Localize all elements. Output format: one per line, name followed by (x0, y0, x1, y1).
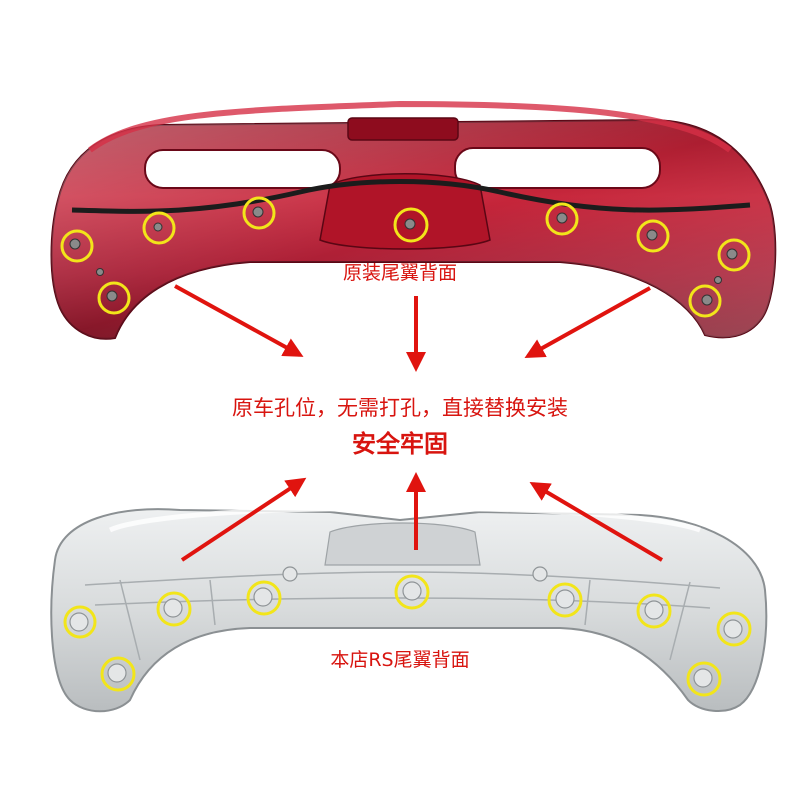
arrow-bottom-right (529, 481, 664, 562)
store-spoiler-photo (50, 506, 768, 713)
original-back-label: 原装尾翼背面 (342, 262, 457, 284)
arrow-bottom-left (180, 477, 307, 562)
store-rs-back-label: 本店RS尾翼背面 (330, 649, 470, 671)
arrow-top-left (174, 284, 304, 357)
secure-label: 安全牢固 (352, 430, 448, 458)
pointer-arrows (174, 284, 664, 562)
arrow-top-right (524, 286, 651, 358)
original-spoiler-photo (50, 100, 777, 340)
installation-note: 原车孔位，无需打孔，直接替换安装 (232, 396, 568, 420)
